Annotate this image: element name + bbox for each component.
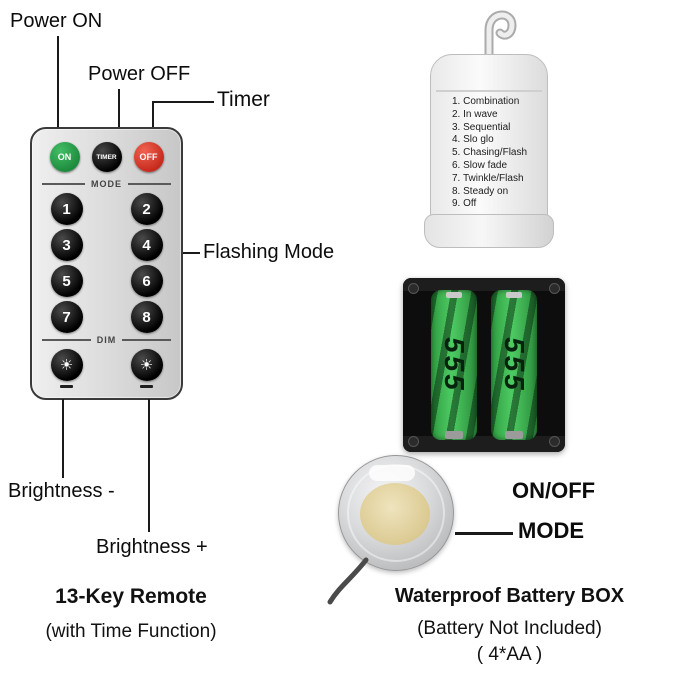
label-power-on: Power ON — [10, 10, 103, 32]
divider-line — [128, 183, 171, 185]
holder-bottom-bar — [403, 436, 565, 452]
callout-line-brightness-minus — [62, 399, 64, 478]
battery-brand-text: 555 — [499, 337, 530, 393]
mode-key-4: 4 — [130, 229, 163, 261]
battery-box-base — [424, 214, 554, 248]
battery-box-seam — [436, 90, 542, 92]
label-mode: MODE — [518, 518, 584, 543]
label-flashing-mode: Flashing Mode — [203, 241, 335, 263]
mode-list-item: 6. Slow fade — [452, 159, 508, 171]
remote-control: ON TIMER OFF MODE 1 2 3 4 5 6 7 8 D — [30, 127, 183, 400]
mode-key-8: 8 — [130, 301, 163, 333]
screw-icon — [408, 283, 419, 294]
brightness-minus-tick — [60, 385, 73, 388]
divider-line — [42, 183, 85, 185]
dim-section-label: DIM — [96, 335, 117, 345]
timer-button: TIMER — [91, 142, 122, 172]
dim-section-divider: DIM — [42, 335, 171, 345]
brightness-up-button: ☀ — [130, 349, 163, 381]
divider-line — [42, 339, 91, 341]
mode-key-5: 5 — [50, 265, 83, 297]
battery-box-caption-sub1: (Battery Not Included) — [417, 618, 602, 639]
hanging-hook-icon — [484, 10, 517, 60]
label-power-off: Power OFF — [88, 63, 191, 85]
remote-caption: 13-Key Remote (with Time Function) — [18, 585, 244, 643]
sun-icon: ☀ — [139, 356, 154, 374]
remote-caption-title: 13-Key Remote — [55, 585, 207, 608]
mode-list-item: 3. Sequential — [452, 121, 511, 133]
battery-holder: 555 555 — [403, 278, 565, 452]
mode-list-item: 5. Chasing/Flash — [452, 147, 528, 159]
timer-button-label: TIMER — [96, 153, 117, 161]
label-brightness-plus: Brightness + — [96, 536, 208, 558]
sun-icon: ☀ — [59, 356, 74, 374]
battery-contact — [445, 431, 463, 439]
mode-list-item: 4. Slo glo — [452, 134, 494, 146]
off-button-label: OFF — [139, 152, 158, 162]
callout-line-power-on — [57, 36, 59, 146]
callout-line-power-off — [118, 89, 120, 146]
mode-list-item: 8. Steady on — [452, 185, 509, 197]
mode-list-item: 9. Off — [452, 198, 477, 210]
label-brightness-minus: Brightness - — [8, 480, 115, 502]
waterproof-button — [338, 455, 454, 571]
mode-key-3: 3 — [50, 229, 83, 261]
remote-caption-subtitle: (with Time Function) — [45, 621, 217, 642]
brightness-button-row: ☀ ☀ — [32, 349, 181, 381]
mode-section-divider: MODE — [42, 179, 171, 189]
callout-line-mode — [455, 532, 513, 535]
callout-line-flashing-mode — [183, 252, 200, 254]
battery-terminal — [506, 292, 522, 298]
mode-list-item: 1. Combination — [452, 96, 520, 107]
screw-icon — [408, 436, 419, 447]
battery-brand-text: 555 — [439, 337, 470, 393]
callout-line-timer-h — [152, 101, 214, 103]
mode-key-2: 2 — [130, 193, 163, 225]
mode-section-label: MODE — [91, 179, 122, 189]
label-on-off: ON/OFF — [512, 478, 596, 503]
callout-line-timer-v — [152, 101, 154, 130]
on-button-label: ON — [57, 152, 72, 162]
battery-contact — [505, 431, 523, 439]
divider-line — [122, 339, 171, 341]
screw-icon — [549, 283, 560, 294]
highlight — [369, 465, 415, 481]
holder-top-bar — [403, 278, 565, 291]
mode-list-item: 2. In wave — [452, 108, 498, 120]
aa-battery: 555 — [431, 290, 477, 440]
off-button: OFF — [133, 142, 164, 172]
power-button-row: ON TIMER OFF — [32, 142, 181, 172]
on-button: ON — [49, 142, 80, 172]
callout-line-brightness-plus — [148, 399, 150, 532]
mode-list: 1. Combination 2. In wave 3. Sequential … — [452, 96, 527, 211]
mode-key-7: 7 — [50, 301, 83, 333]
screw-icon — [549, 436, 560, 447]
mode-key-grid: 1 2 3 4 5 6 7 8 — [32, 193, 181, 333]
mode-key-1: 1 — [50, 193, 83, 225]
aa-battery: 555 — [491, 290, 537, 440]
battery-terminal — [446, 292, 462, 298]
battery-box-caption-sub2: ( 4*AA ) — [476, 644, 543, 665]
brightness-plus-tick — [140, 385, 153, 388]
brightness-down-button: ☀ — [50, 349, 83, 381]
mode-key-6: 6 — [130, 265, 163, 297]
battery-box-caption-title: Waterproof Battery BOX — [394, 585, 625, 607]
label-timer: Timer — [217, 88, 270, 111]
battery-box-caption: Waterproof Battery BOX (Battery Not Incl… — [352, 585, 667, 666]
mode-list-item: 7. Twinkle/Flash — [452, 172, 524, 184]
button-wire — [327, 557, 369, 605]
